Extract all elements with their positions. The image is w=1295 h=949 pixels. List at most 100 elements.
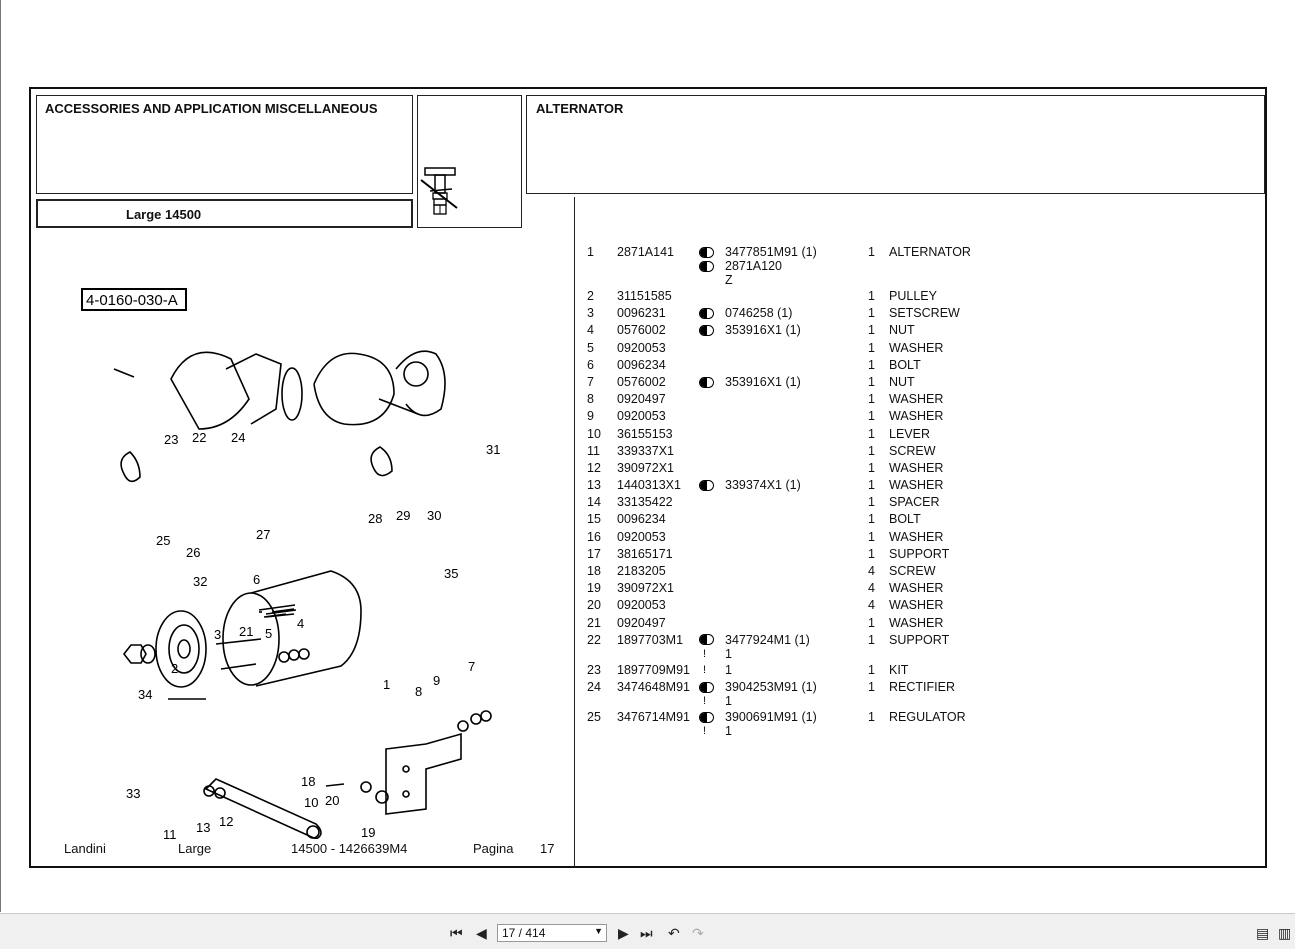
replacement-dot-icon <box>699 711 714 723</box>
alternate-part-numbers: 3900691M91 (1)1 <box>725 710 817 738</box>
part-description: REGULATOR <box>889 709 966 724</box>
footer-page-label: Pagina <box>473 841 514 856</box>
part-number: 33135422 <box>617 495 673 510</box>
alternate-part-line: 3904253M91 (1) <box>725 679 817 694</box>
callout-8: 8 <box>415 684 422 699</box>
callout-19: 19 <box>361 825 375 839</box>
part-item-number: 21 <box>587 615 601 630</box>
part-description: SUPPORT <box>889 632 950 647</box>
part-item-number: 22 <box>587 632 601 647</box>
part-description: LEVER <box>889 426 930 441</box>
single-page-view-icon[interactable]: ▤ <box>1256 925 1270 941</box>
footer-series: Large <box>178 841 212 856</box>
part-quantity: 1 <box>868 289 875 303</box>
page-number-value: 17 / 414 <box>502 926 546 940</box>
part-number: 0920053 <box>617 529 666 544</box>
part-description: KIT <box>889 662 909 677</box>
replacement-dot-icon <box>699 324 714 336</box>
part-description: WASHER <box>889 529 944 544</box>
part-item-number: 19 <box>587 581 601 596</box>
part-quantity: 4 <box>868 598 875 613</box>
part-symbol <box>699 306 714 320</box>
part-description: SCREW <box>889 443 936 458</box>
part-description: BOLT <box>889 512 921 527</box>
part-item-number: 25 <box>587 709 601 724</box>
next-page-icon[interactable]: ▶ <box>618 925 629 941</box>
footer-page-number: 17 <box>540 841 555 856</box>
first-page-icon[interactable]: ⏮ <box>450 925 463 941</box>
callout-7: 7 <box>468 659 475 674</box>
part-quantity: 1 <box>868 709 875 724</box>
part-item-number: 23 <box>587 662 601 677</box>
callout-1: 1 <box>383 677 390 692</box>
part-quantity: 1 <box>868 245 875 259</box>
alternate-part-line: 3477851M91 (1) <box>725 245 817 259</box>
page-number-field[interactable]: 17 / 414 ▼ <box>497 924 607 942</box>
part-description: WASHER <box>889 460 944 475</box>
part-item-number: 6 <box>587 357 594 372</box>
replacement-dot-icon <box>699 634 714 646</box>
part-number: 0096234 <box>617 512 666 527</box>
category-icon-box <box>417 95 522 228</box>
part-quantity: 1 <box>868 495 875 510</box>
part-quantity: 1 <box>868 529 875 544</box>
part-item-number: 16 <box>587 529 601 544</box>
part-item-number: 8 <box>587 392 594 407</box>
part-number: 1897709M91 <box>617 662 690 677</box>
part-number: 0920053 <box>617 409 666 424</box>
part-number: 3474648M91 <box>617 679 690 694</box>
part-description: NUT <box>889 323 915 338</box>
model-label: Large 14500 <box>126 207 202 222</box>
part-number: 0096231 <box>617 306 666 321</box>
part-number: 36155153 <box>617 426 673 441</box>
part-symbol: ! <box>699 680 714 708</box>
diagram-ref-code: 4-0160-030-A <box>86 292 178 309</box>
part-number: 0920497 <box>617 392 666 407</box>
page-dropdown-icon[interactable]: ▼ <box>594 926 603 936</box>
exploded-diagram: 4-0160-030-A 23 22 24 31 25 26 27 28 29 … <box>81 288 500 839</box>
part-quantity: 1 <box>868 409 875 424</box>
alternate-part-numbers: 3904253M91 (1)1 <box>725 680 817 708</box>
part-item-number: 17 <box>587 546 601 561</box>
part-item-number: 2 <box>587 289 594 303</box>
part-item-number: 3 <box>587 306 594 321</box>
group-title: ALTERNATOR <box>536 101 624 116</box>
part-item-number: 9 <box>587 409 594 424</box>
part-quantity: 1 <box>868 512 875 527</box>
part-description: WASHER <box>889 478 944 493</box>
forward-view-icon[interactable]: ↷ <box>692 925 704 941</box>
part-item-number: 1 <box>587 245 594 259</box>
callout-5: 5 <box>265 626 272 641</box>
part-quantity: 1 <box>868 662 875 677</box>
part-item-number: 5 <box>587 340 594 355</box>
back-view-icon[interactable]: ↶ <box>668 925 680 941</box>
alternate-part-numbers: 353916X1 (1) <box>725 323 801 337</box>
viewer-toolbar: ⏮ ◀ 17 / 414 ▼ ▶ ⏭ ↶ ↷ ▤ ▥ <box>0 913 1295 949</box>
part-quantity: 1 <box>868 392 875 407</box>
part-item-number: 11 <box>587 443 600 458</box>
part-symbol <box>699 375 714 389</box>
callout-2: 2 <box>171 661 178 676</box>
section-title: ACCESSORIES AND APPLICATION MISCELLANEOU… <box>45 101 378 116</box>
part-number: 0920053 <box>617 598 666 613</box>
callout-29: 29 <box>396 508 410 523</box>
last-page-icon[interactable]: ⏭ <box>640 925 653 941</box>
callout-33: 33 <box>126 786 140 801</box>
part-quantity: 1 <box>868 632 875 647</box>
part-description: WASHER <box>889 598 944 613</box>
callout-12: 12 <box>219 814 233 829</box>
part-number: 2183205 <box>617 564 666 578</box>
alternate-part-line: 1 <box>725 646 732 661</box>
part-number: 390972X1 <box>617 460 675 475</box>
prev-page-icon[interactable]: ◀ <box>476 925 487 941</box>
two-page-view-icon[interactable]: ▥ <box>1278 925 1292 941</box>
part-quantity: 1 <box>868 426 875 441</box>
callout-31: 31 <box>486 442 500 457</box>
part-item-number: 24 <box>587 679 601 694</box>
part-description: BOLT <box>889 357 921 372</box>
part-number: 0576002 <box>617 374 666 389</box>
callout-10: 10 <box>304 795 318 810</box>
part-symbol: ! <box>703 663 707 676</box>
part-description: WASHER <box>889 392 944 407</box>
callout-9: 9 <box>433 673 440 688</box>
